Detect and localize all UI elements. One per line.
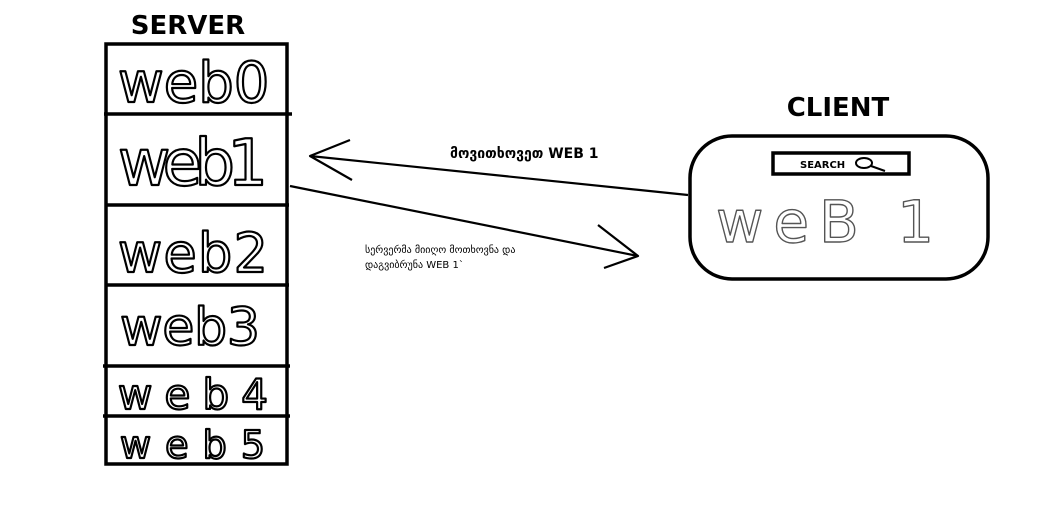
search-label: SEARCH xyxy=(800,160,845,171)
response-arrow xyxy=(289,184,640,270)
server-stack: web0 web1 web2 web3 web4 web5 xyxy=(103,42,292,468)
request-arrow xyxy=(308,138,689,197)
request-arrowhead xyxy=(308,138,353,181)
server-page-web5: web5 xyxy=(120,423,265,467)
request-arrow-line xyxy=(309,154,689,197)
server-page-web1: web1 xyxy=(118,127,268,201)
response-label-line2: დაგვიბრუნა WEB 1` xyxy=(365,259,464,271)
server-page-web0: web0 xyxy=(118,51,269,116)
response-arrowhead xyxy=(597,224,640,270)
response-arrow-line xyxy=(289,184,639,258)
magnifier-icon xyxy=(855,157,886,172)
server-page-web3: web3 xyxy=(120,298,260,358)
server-frame xyxy=(104,42,289,466)
server-title: SERVER xyxy=(131,11,245,41)
request-label: მოვითხოვეთ WEB 1 xyxy=(450,146,599,162)
search-box[interactable] xyxy=(771,151,911,176)
server-page-web2: web2 xyxy=(118,222,268,285)
client-display: weB 1 xyxy=(716,188,934,256)
client-frame xyxy=(688,134,990,281)
client-window: SEARCH weB 1 xyxy=(688,134,990,281)
response-label-line1: სერვერმა მიიღო მოთხოვნა და xyxy=(365,244,515,256)
search-bar[interactable]: SEARCH xyxy=(771,151,911,176)
server-page-web4: web4 xyxy=(118,370,268,419)
client-title: CLIENT xyxy=(787,93,890,123)
